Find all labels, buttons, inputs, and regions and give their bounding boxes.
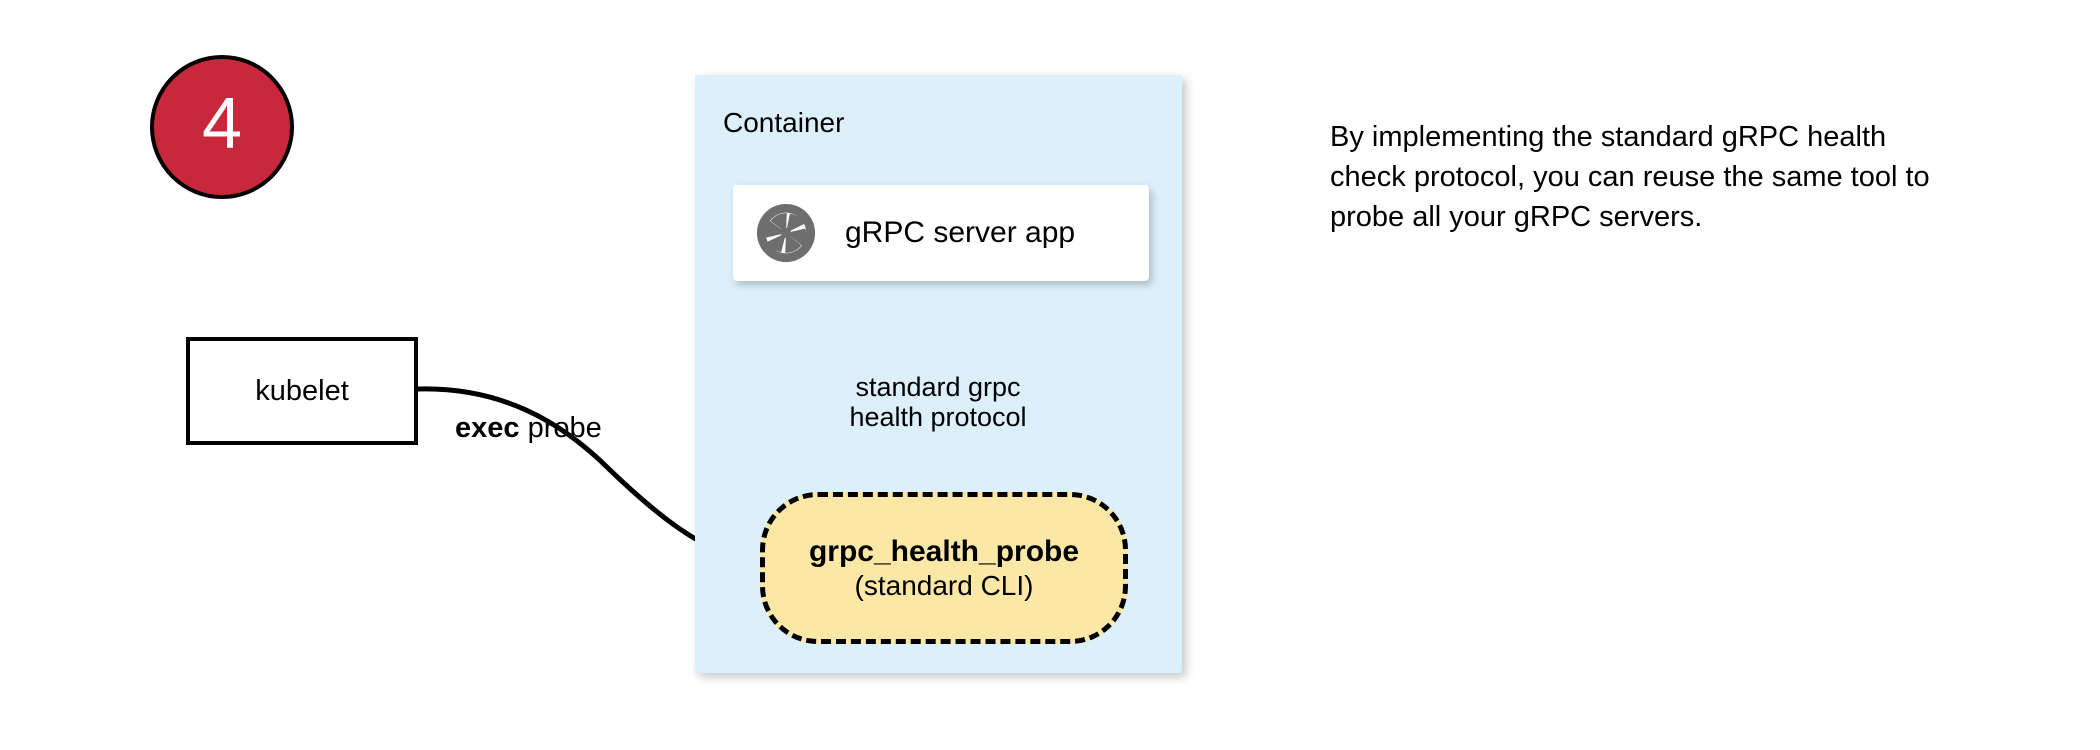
grpc-server-app-card: gRPC server app <box>733 185 1149 281</box>
kubelet-label: kubelet <box>255 374 349 407</box>
grpc-health-probe-title: grpc_health_probe <box>808 534 1080 568</box>
step-number-badge: 4 <box>150 55 294 199</box>
exec-probe-label-bold: exec <box>455 412 520 444</box>
step-number-text: 4 <box>201 84 243 164</box>
grpc-health-probe-node: grpc_health_probe (standard CLI) <box>760 492 1128 644</box>
exec-probe-label-rest: probe <box>519 412 602 444</box>
annotation-text: By implementing the standard gRPC health… <box>1330 121 1930 234</box>
protocol-label-line2: health protocol <box>838 402 1038 433</box>
grpc-aperture-icon <box>755 202 817 264</box>
container-label: Container <box>723 107 845 138</box>
exec-probe-label: exec probe <box>455 412 602 445</box>
grpc-server-app-label: gRPC server app <box>845 216 1076 249</box>
kubelet-box: kubelet <box>186 337 418 445</box>
protocol-label: standard grpc health protocol <box>838 372 1038 433</box>
protocol-label-line1: standard grpc <box>838 372 1038 403</box>
grpc-health-probe-subtitle: (standard CLI) <box>854 570 1034 602</box>
